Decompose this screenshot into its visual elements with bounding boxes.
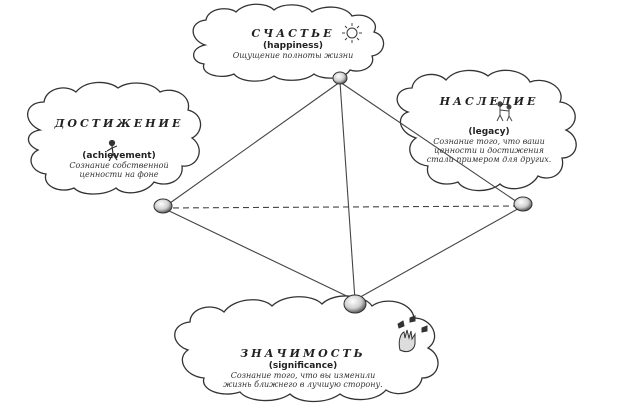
node-legacy: НАСЛЕДИЕ (legacy) Сознание того, что ваш… <box>424 95 554 165</box>
node-significance-title: ЗНАЧИМОСТЬ <box>240 347 366 360</box>
sun-icon <box>342 23 362 43</box>
cloud-achievement <box>27 81 202 195</box>
node-significance-subtitle: (significance) <box>268 360 338 371</box>
line-achievement-legacy-dashed <box>162 205 524 209</box>
line-achievement-significance <box>162 207 356 301</box>
hand-butterflies-icon <box>397 315 428 353</box>
node-happiness-subtitle: (happiness) <box>263 40 323 51</box>
joint-happiness <box>332 71 348 85</box>
cloud-significance <box>174 295 439 403</box>
node-happiness-description: Ощущение полноты жизни <box>232 50 354 60</box>
node-happiness: СЧАСТЬЕ (happiness) Ощущение полноты жиз… <box>218 27 368 60</box>
cloud-legacy <box>396 69 577 192</box>
node-legacy-title: НАСЛЕДИЕ <box>439 95 539 108</box>
node-legacy-description: Сознание того, что ваши ценности и дости… <box>426 136 552 165</box>
node-legacy-subtitle: (legacy) <box>468 126 510 137</box>
joint-legacy <box>513 196 533 212</box>
connector-lines <box>162 81 524 301</box>
node-achievement-title: ДОСТИЖЕНИЕ <box>54 117 184 130</box>
line-happiness-legacy <box>339 81 524 207</box>
node-significance: ЗНАЧИМОСТЬ (significance) Сознание того,… <box>218 347 388 390</box>
line-happiness-significance <box>339 81 356 301</box>
node-significance-description: Сознание того, что вы изменили жизнь бли… <box>223 370 383 390</box>
joint-significance <box>343 294 367 314</box>
joint-achievement <box>153 198 173 214</box>
runner-figure-icon <box>106 139 118 162</box>
node-achievement-subtitle: (achievement) <box>82 150 156 161</box>
node-achievement-description: Сознание собственной ценности на фоне <box>69 160 169 180</box>
line-happiness-achievement <box>162 81 341 209</box>
family-figures-icon <box>496 101 513 122</box>
node-achievement: ДОСТИЖЕНИЕ (achievement) Сознание собств… <box>50 117 188 180</box>
cloud-happiness <box>192 3 385 82</box>
line-legacy-significance <box>354 205 524 301</box>
node-happiness-title: СЧАСТЬЕ <box>251 27 335 40</box>
